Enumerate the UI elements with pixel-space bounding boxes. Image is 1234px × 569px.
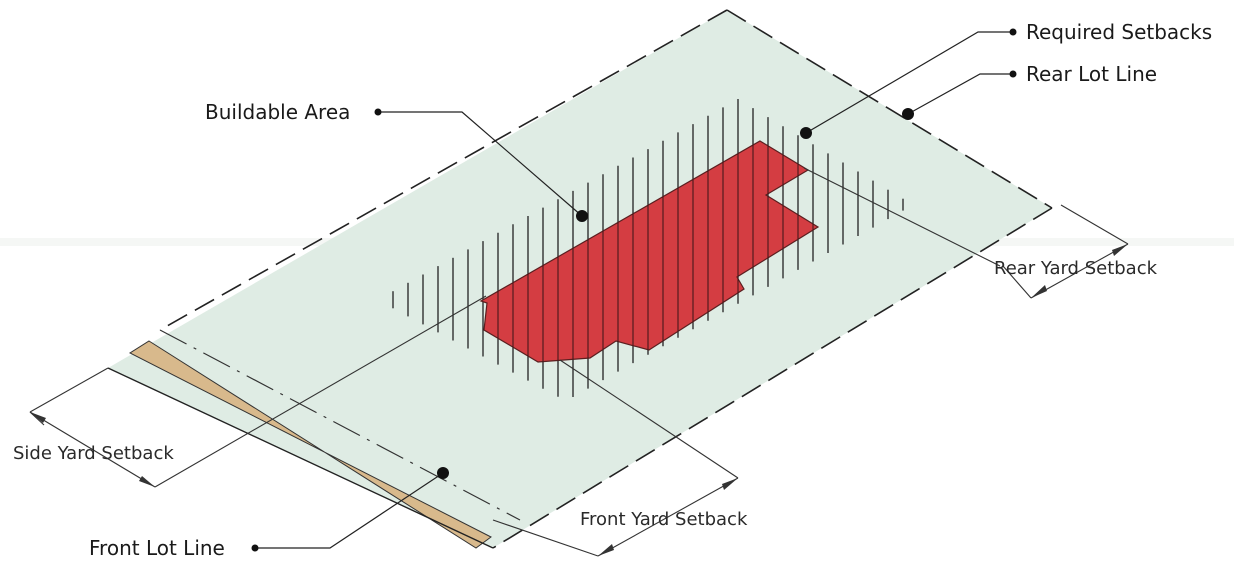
- dimension-front-yard-setback: [492, 359, 739, 557]
- label-front-yard-setback: Front Yard Setback: [580, 509, 748, 530]
- rear-lot-line-edge: [726, 9, 1053, 209]
- label-front-lot-line: Front Lot Line: [89, 536, 225, 560]
- label-rear-yard-setback: Rear Yard Setback: [994, 258, 1158, 279]
- leader-front-lot-line: [251, 467, 449, 552]
- label-rear-lot-line: Rear Lot Line: [1026, 62, 1157, 86]
- leader-rear-lot-line: [902, 70, 1017, 120]
- leader-buildable-area: [374, 108, 588, 222]
- dimension-side-yard-setback: [29, 295, 487, 488]
- side-lot-line-edge-right: [492, 207, 1053, 549]
- label-side-yard-setback: Side Yard Setback: [13, 443, 174, 464]
- dimension-rear-yard-setback: [803, 167, 1129, 299]
- side-lot-line-edge-back: [159, 9, 728, 331]
- front-lot-line-edge: [107, 367, 494, 549]
- front-setback-edge: [159, 329, 521, 521]
- leader-required-setbacks: [800, 28, 1017, 139]
- sidewalk-strip: [128, 340, 492, 549]
- label-required-setbacks: Required Setbacks: [1026, 20, 1212, 44]
- label-buildable-area: Buildable Area: [205, 100, 350, 124]
